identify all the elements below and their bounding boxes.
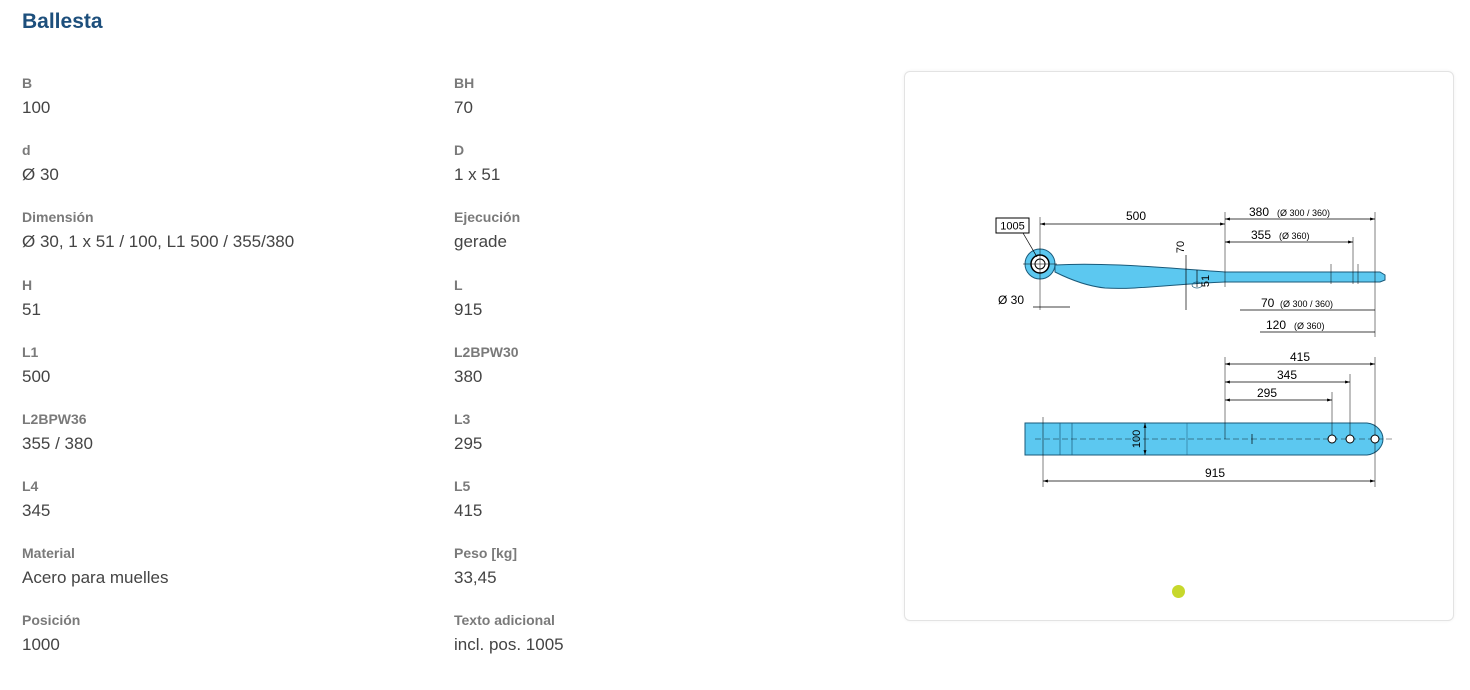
spec-d: d Ø 30: [22, 141, 422, 185]
spec-value: 51: [22, 300, 41, 319]
spec-label: L1: [22, 344, 39, 360]
spec-label: L4: [22, 478, 39, 494]
dim-120-note: (Ø 360): [1294, 321, 1325, 331]
spec-value: gerade: [454, 232, 507, 251]
spec-value: 500: [22, 367, 51, 386]
spec-value: 1 x 51: [454, 165, 501, 184]
spec-value: 345: [22, 501, 51, 520]
spec-execution: Ejecución gerade: [454, 208, 854, 252]
spec-l2bpw30: L2BPW30 380: [454, 343, 854, 387]
dim-100-label: 100: [1131, 430, 1143, 448]
spec-label: d: [22, 142, 31, 158]
spec-value: incl. pos. 1005: [454, 635, 564, 654]
spec-label: L3: [454, 411, 471, 427]
technical-drawing: 1005 500 380 (Ø 300 / 360) 355 (Ø 360) 7…: [995, 205, 1395, 487]
dim-380-label: 380: [1249, 205, 1269, 219]
dim-915-label: 915: [1205, 466, 1225, 480]
spec-l5: L5 415: [454, 477, 854, 521]
spec-value: Ø 30, 1 x 51 / 100, L1 500 / 355/380: [22, 232, 295, 251]
spec-b: B 100: [22, 74, 422, 118]
spec-value: 100: [22, 98, 51, 117]
spec-value: 355 / 380: [22, 434, 93, 453]
page-title: Ballesta: [22, 10, 103, 33]
spec-l3: L3 295: [454, 410, 854, 454]
spec-l: L 915: [454, 276, 854, 320]
dim-295-label: 295: [1257, 386, 1277, 400]
spec-label: Posición: [22, 612, 81, 628]
dim-355-note: (Ø 360): [1279, 231, 1310, 241]
spec-label: H: [22, 277, 33, 293]
spec-value: 70: [454, 98, 473, 117]
spec-value: Ø 30: [22, 165, 59, 184]
spec-value: Acero para muelles: [22, 568, 169, 587]
spec-label: Material: [22, 545, 75, 561]
spec-d-upper: D 1 x 51: [454, 141, 854, 185]
spec-value: 1000: [22, 635, 60, 654]
spec-weight: Peso [kg] 33,45: [454, 544, 854, 588]
dim-345-label: 345: [1277, 368, 1297, 382]
spec-value: 380: [454, 367, 483, 386]
dim-d30-label: Ø 30: [998, 293, 1024, 307]
spec-l4: L4 345: [22, 477, 422, 521]
part-ref-box: [995, 217, 1030, 234]
part-ref-label: 1005: [1000, 221, 1024, 233]
product-image-card[interactable]: 1005 500 380 (Ø 300 / 360) 355 (Ø 360) 7…: [904, 71, 1454, 621]
spec-label: BH: [454, 75, 475, 91]
top-view: 415 345 295 100 915: [1024, 350, 1395, 487]
side-view: 1005 500 380 (Ø 300 / 360) 355 (Ø 360) 7…: [995, 205, 1386, 337]
dim-355-label: 355: [1251, 228, 1271, 242]
spec-position: Posición 1000: [22, 611, 422, 655]
dim-51-label: 51: [1200, 275, 1212, 287]
spec-l2bpw36: L2BPW36 355 / 380: [22, 410, 422, 454]
hole-3: [1370, 434, 1380, 444]
spec-dimension: Dimensión Ø 30, 1 x 51 / 100, L1 500 / 3…: [22, 208, 422, 252]
spring-leaf-side: [1054, 263, 1386, 289]
dim-70-note: (Ø 300 / 360): [1280, 299, 1333, 309]
spec-label: D: [454, 142, 465, 158]
spec-additional-text: Texto adicional incl. pos. 1005: [454, 611, 854, 655]
spec-l1: L1 500: [22, 343, 422, 387]
hole-1: [1327, 434, 1337, 444]
spec-bh: BH 70: [454, 74, 854, 118]
spec-label: Peso [kg]: [454, 545, 518, 561]
dim-380-note: (Ø 300 / 360): [1277, 208, 1330, 218]
spec-label: Dimensión: [22, 209, 94, 225]
spec-value: 295: [454, 434, 483, 453]
hole-2: [1345, 434, 1355, 444]
dim-70-label: 70: [1261, 296, 1275, 310]
spec-value: 415: [454, 501, 483, 520]
dim-415-label: 415: [1290, 350, 1310, 364]
spec-label: B: [22, 75, 33, 91]
spec-value: 915: [454, 300, 483, 319]
spec-material: Material Acero para muelles: [22, 544, 422, 588]
spec-label: Ejecución: [454, 209, 521, 225]
spec-h: H 51: [22, 276, 422, 320]
dim-70-vert-label: 70: [1175, 241, 1187, 253]
spec-label: L5: [454, 478, 471, 494]
dim-500-label: 500: [1126, 209, 1146, 223]
dim-120-label: 120: [1266, 318, 1286, 332]
spec-value: 33,45: [454, 568, 497, 587]
spec-label: L2BPW36: [22, 411, 87, 427]
spec-label: Texto adicional: [454, 612, 555, 628]
part-ref-leader: [1022, 232, 1038, 258]
spec-label: L2BPW30: [454, 344, 519, 360]
carousel-dot-active[interactable]: [1172, 585, 1185, 598]
spec-label: L: [454, 277, 463, 293]
